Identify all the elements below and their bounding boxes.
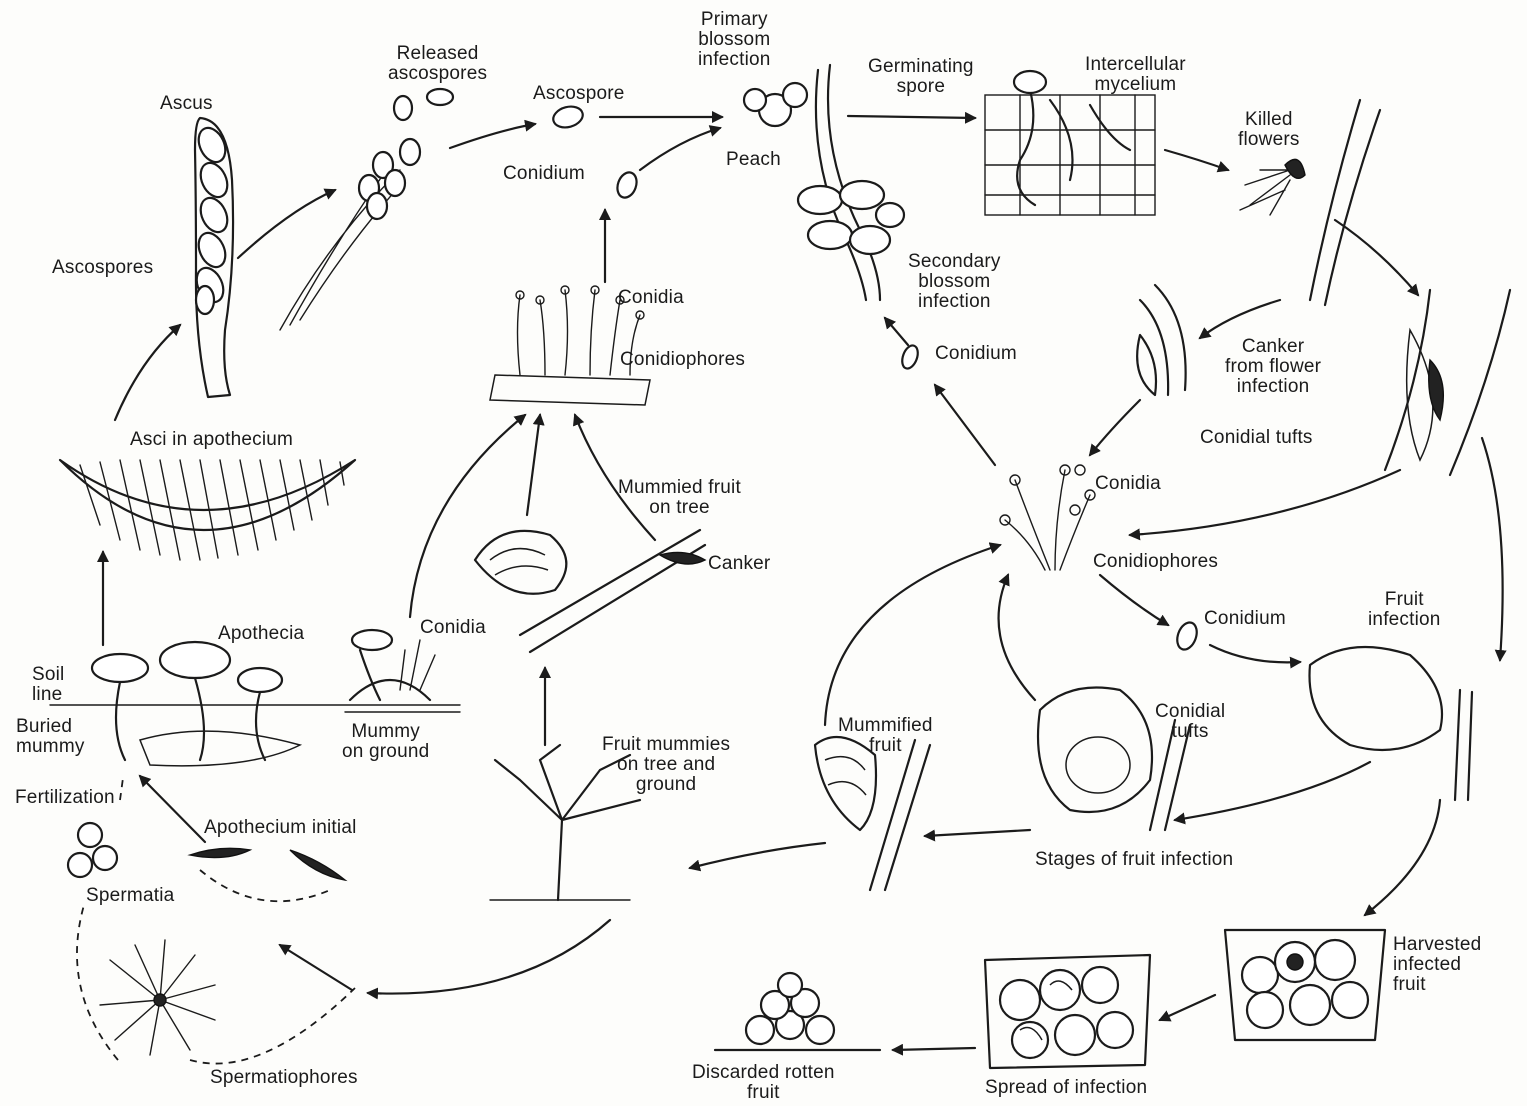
- label-stages-of-fruit-infection: Stages of fruit infection: [1035, 850, 1233, 870]
- spread-basket-illustration: [985, 955, 1150, 1068]
- conidium-right-spore: [1174, 620, 1200, 652]
- label-mummy-on-ground: Mummy on ground: [342, 722, 429, 762]
- label-spermatia: Spermatia: [86, 886, 174, 906]
- label-conidia-right: Conidia: [1095, 474, 1161, 494]
- label-conidiophores-top: Conidiophores: [620, 350, 745, 370]
- mummified-fruit-illustration: [815, 737, 930, 890]
- label-primary-blossom-infection: Primary blossom infection: [698, 10, 771, 70]
- label-peach: Peach: [726, 150, 781, 170]
- conidium-mid-spore: [899, 343, 920, 370]
- label-fruit-mummies: Fruit mummies on tree and ground: [602, 735, 730, 795]
- mummied-fruit-tree-illustration: [475, 530, 705, 652]
- spermatia-illustration: [68, 823, 117, 877]
- apothecium-initial-illustration: [190, 848, 345, 901]
- spermatiophores-illustration: [100, 940, 215, 1055]
- label-conidial-tufts-fruit: Conidial tufts: [1155, 702, 1225, 742]
- label-conidium-right: Conidium: [1204, 609, 1286, 629]
- label-buried-mummy: Buried mummy: [16, 717, 85, 757]
- rotten-fruit-pile-illustration: [715, 973, 880, 1050]
- label-spermatiophores: Spermatiophores: [210, 1068, 358, 1088]
- label-released-ascospores: Released ascospores: [388, 44, 487, 84]
- label-conidia-top: Conidia: [618, 288, 684, 308]
- label-soil-line: Soil line: [32, 665, 64, 705]
- label-mummied-fruit-on-tree: Mummied fruit on tree: [618, 478, 741, 518]
- label-canker-flower: Canker from flower infection: [1225, 337, 1321, 397]
- label-ascospores: Ascospores: [52, 258, 153, 278]
- label-conidiophores-right: Conidiophores: [1093, 552, 1218, 572]
- label-intercellular-mycelium: Intercellular mycelium: [1085, 55, 1186, 95]
- label-canker: Canker: [708, 554, 770, 574]
- apothecium-illustration: [60, 460, 355, 560]
- label-conidium-mid: Conidium: [935, 344, 1017, 364]
- label-germinating-spore: Germinating spore: [868, 57, 974, 97]
- label-secondary-blossom-infection: Secondary blossom infection: [908, 252, 1001, 312]
- label-asci-in-apothecium: Asci in apothecium: [130, 430, 293, 450]
- label-fruit-infection: Fruit infection: [1368, 590, 1441, 630]
- released-ascospores-illustration: [280, 89, 453, 330]
- label-conidium-top: Conidium: [503, 164, 585, 184]
- label-harvested-infected-fruit: Harvested infected fruit: [1393, 935, 1481, 995]
- label-ascospore: Ascospore: [533, 84, 625, 104]
- peach-branch-illustration: [744, 65, 904, 300]
- cycle-arrows: [77, 116, 1503, 1064]
- label-apothecia: Apothecia: [218, 624, 304, 644]
- conidia-right-illustration: [1000, 465, 1095, 570]
- label-discarded-rotten-fruit: Discarded rotten fruit: [692, 1063, 835, 1103]
- label-ascus: Ascus: [160, 94, 213, 114]
- fruit-infection-illustration: [1310, 647, 1473, 800]
- label-conidial-tufts-right: Conidial tufts: [1200, 428, 1313, 448]
- small-canker-illustration: [1137, 285, 1185, 395]
- label-spread-of-infection: Spread of infection: [985, 1078, 1147, 1098]
- mummy-ground-illustration: [345, 630, 460, 712]
- label-conidia-mummy: Conidia: [420, 618, 486, 638]
- ascus-illustration: [192, 118, 234, 397]
- label-apothecium-initial: Apothecium initial: [204, 818, 357, 838]
- label-fertilization: Fertilization: [15, 788, 115, 808]
- label-killed-flowers: Killed flowers: [1238, 110, 1300, 150]
- label-mummified-fruit: Mummified fruit: [838, 716, 933, 756]
- harvested-basket-illustration: [1225, 930, 1385, 1040]
- canker-branch-illustration: [1385, 290, 1510, 475]
